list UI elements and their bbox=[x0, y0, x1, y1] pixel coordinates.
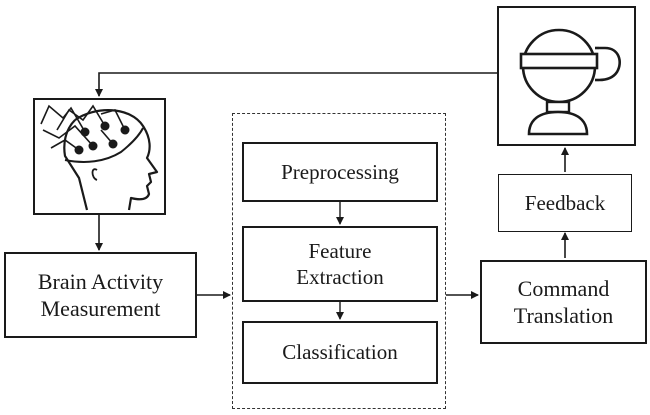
arrow-robot-to-eeg bbox=[95, 72, 497, 97]
robot-image bbox=[497, 6, 636, 146]
brain-activity-measurement-box: Brain Activity Measurement bbox=[4, 252, 197, 338]
preprocessing-box: Preprocessing bbox=[242, 142, 438, 202]
classification-label: Classification bbox=[282, 340, 398, 365]
eeg-head-icon bbox=[40, 104, 159, 211]
feature-extraction-label: Feature Extraction bbox=[296, 238, 384, 289]
processing-group bbox=[232, 113, 446, 409]
brain-activity-measurement-label: Brain Activity Measurement bbox=[37, 268, 164, 322]
command-translation-box: Command Translation bbox=[480, 260, 647, 344]
command-translation-label: Command Translation bbox=[513, 275, 614, 329]
feedback-box: Feedback bbox=[498, 174, 632, 232]
feedback-label: Feedback bbox=[524, 190, 606, 215]
preprocessing-label: Preprocessing bbox=[281, 159, 399, 184]
classification-box: Classification bbox=[242, 321, 438, 384]
eeg-head-image bbox=[33, 98, 166, 215]
robot-icon bbox=[519, 28, 621, 136]
feature-extraction-box: Feature Extraction bbox=[242, 226, 438, 302]
